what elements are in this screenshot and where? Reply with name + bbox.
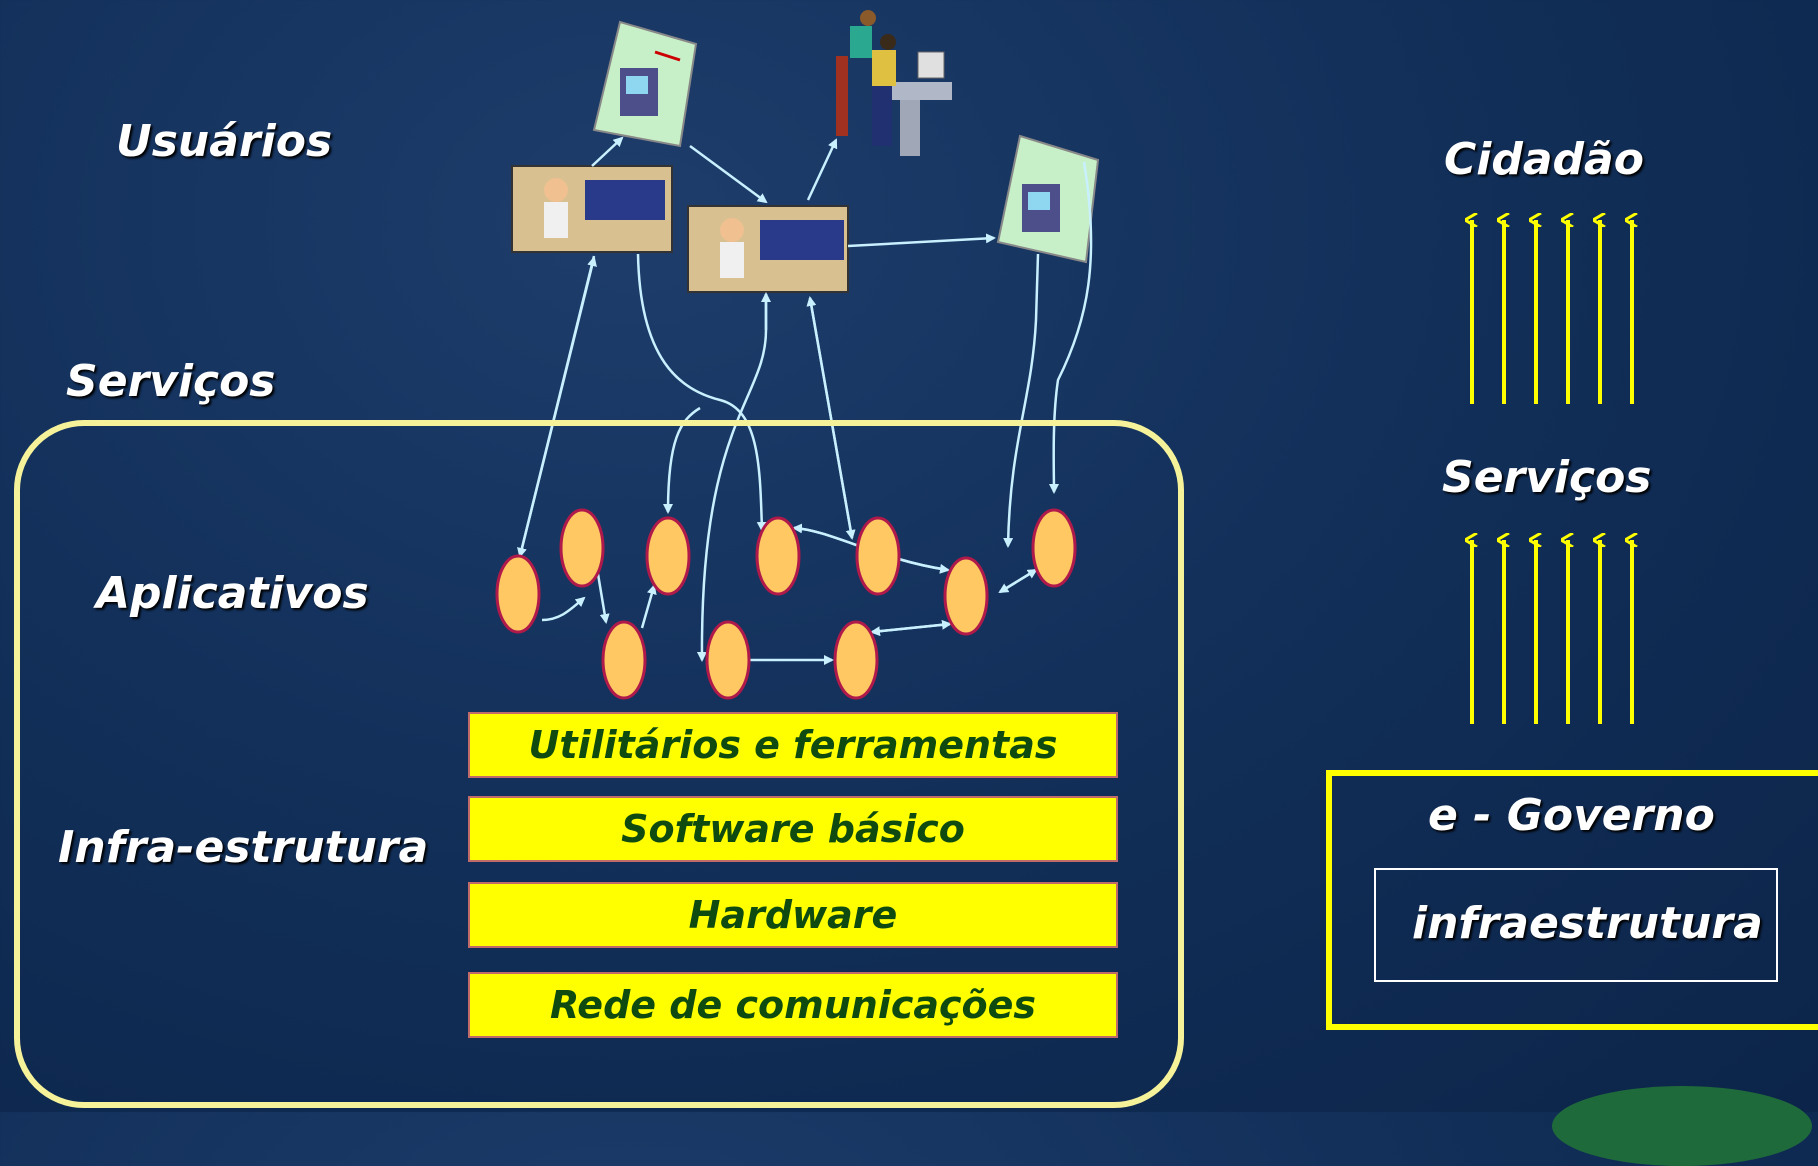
egov-box (1326, 770, 1818, 1030)
layer-software-basico: Software básico (468, 796, 1118, 862)
label-cidadao: Cidadão (1444, 134, 1644, 185)
diagram-graphics (495, 10, 1818, 724)
label-servicos-right: Serviços (1442, 452, 1652, 503)
green-shape (1552, 1086, 1812, 1166)
label-infra-estrutura: Infra-estrutura (58, 822, 429, 873)
app-node (1031, 508, 1077, 588)
application-nodes (495, 508, 1077, 700)
app-node (943, 556, 989, 636)
label-egov: e - Governo (1428, 790, 1715, 841)
monitor-screen-icon-1 (592, 20, 698, 148)
servicos-arrows (1472, 540, 1632, 724)
control-room-picture-1 (511, 165, 673, 253)
control-room-picture-2 (687, 205, 849, 293)
infrastructure-box (14, 420, 1184, 1108)
infraestrutura-box (1374, 868, 1778, 982)
app-node (601, 620, 647, 700)
app-node (705, 620, 751, 700)
app-node (645, 516, 691, 596)
app-node (559, 508, 605, 588)
label-infraestrutura: infraestrutura (1412, 898, 1763, 949)
label-usuarios: Usuários (116, 116, 333, 167)
diagram-canvas: Usuários Serviços Aplicativos Infra-estr… (14, 10, 1818, 1166)
layer-utilitarios: Utilitários e ferramentas (468, 712, 1118, 778)
user-arrows (517, 136, 1093, 665)
app-node (755, 516, 801, 596)
layer-rede-comunicacoes: Rede de comunicações (468, 972, 1118, 1038)
label-aplicativos: Aplicativos (96, 568, 369, 619)
layer-hardware: Hardware (468, 882, 1118, 948)
app-node (855, 516, 901, 596)
computer-users-icon (836, 10, 952, 156)
monitor-screen-icon-2 (996, 134, 1100, 264)
app-node (495, 554, 541, 634)
app-node (833, 620, 879, 700)
label-servicos-left: Serviços (66, 356, 276, 407)
cidadao-arrows (1472, 220, 1632, 404)
